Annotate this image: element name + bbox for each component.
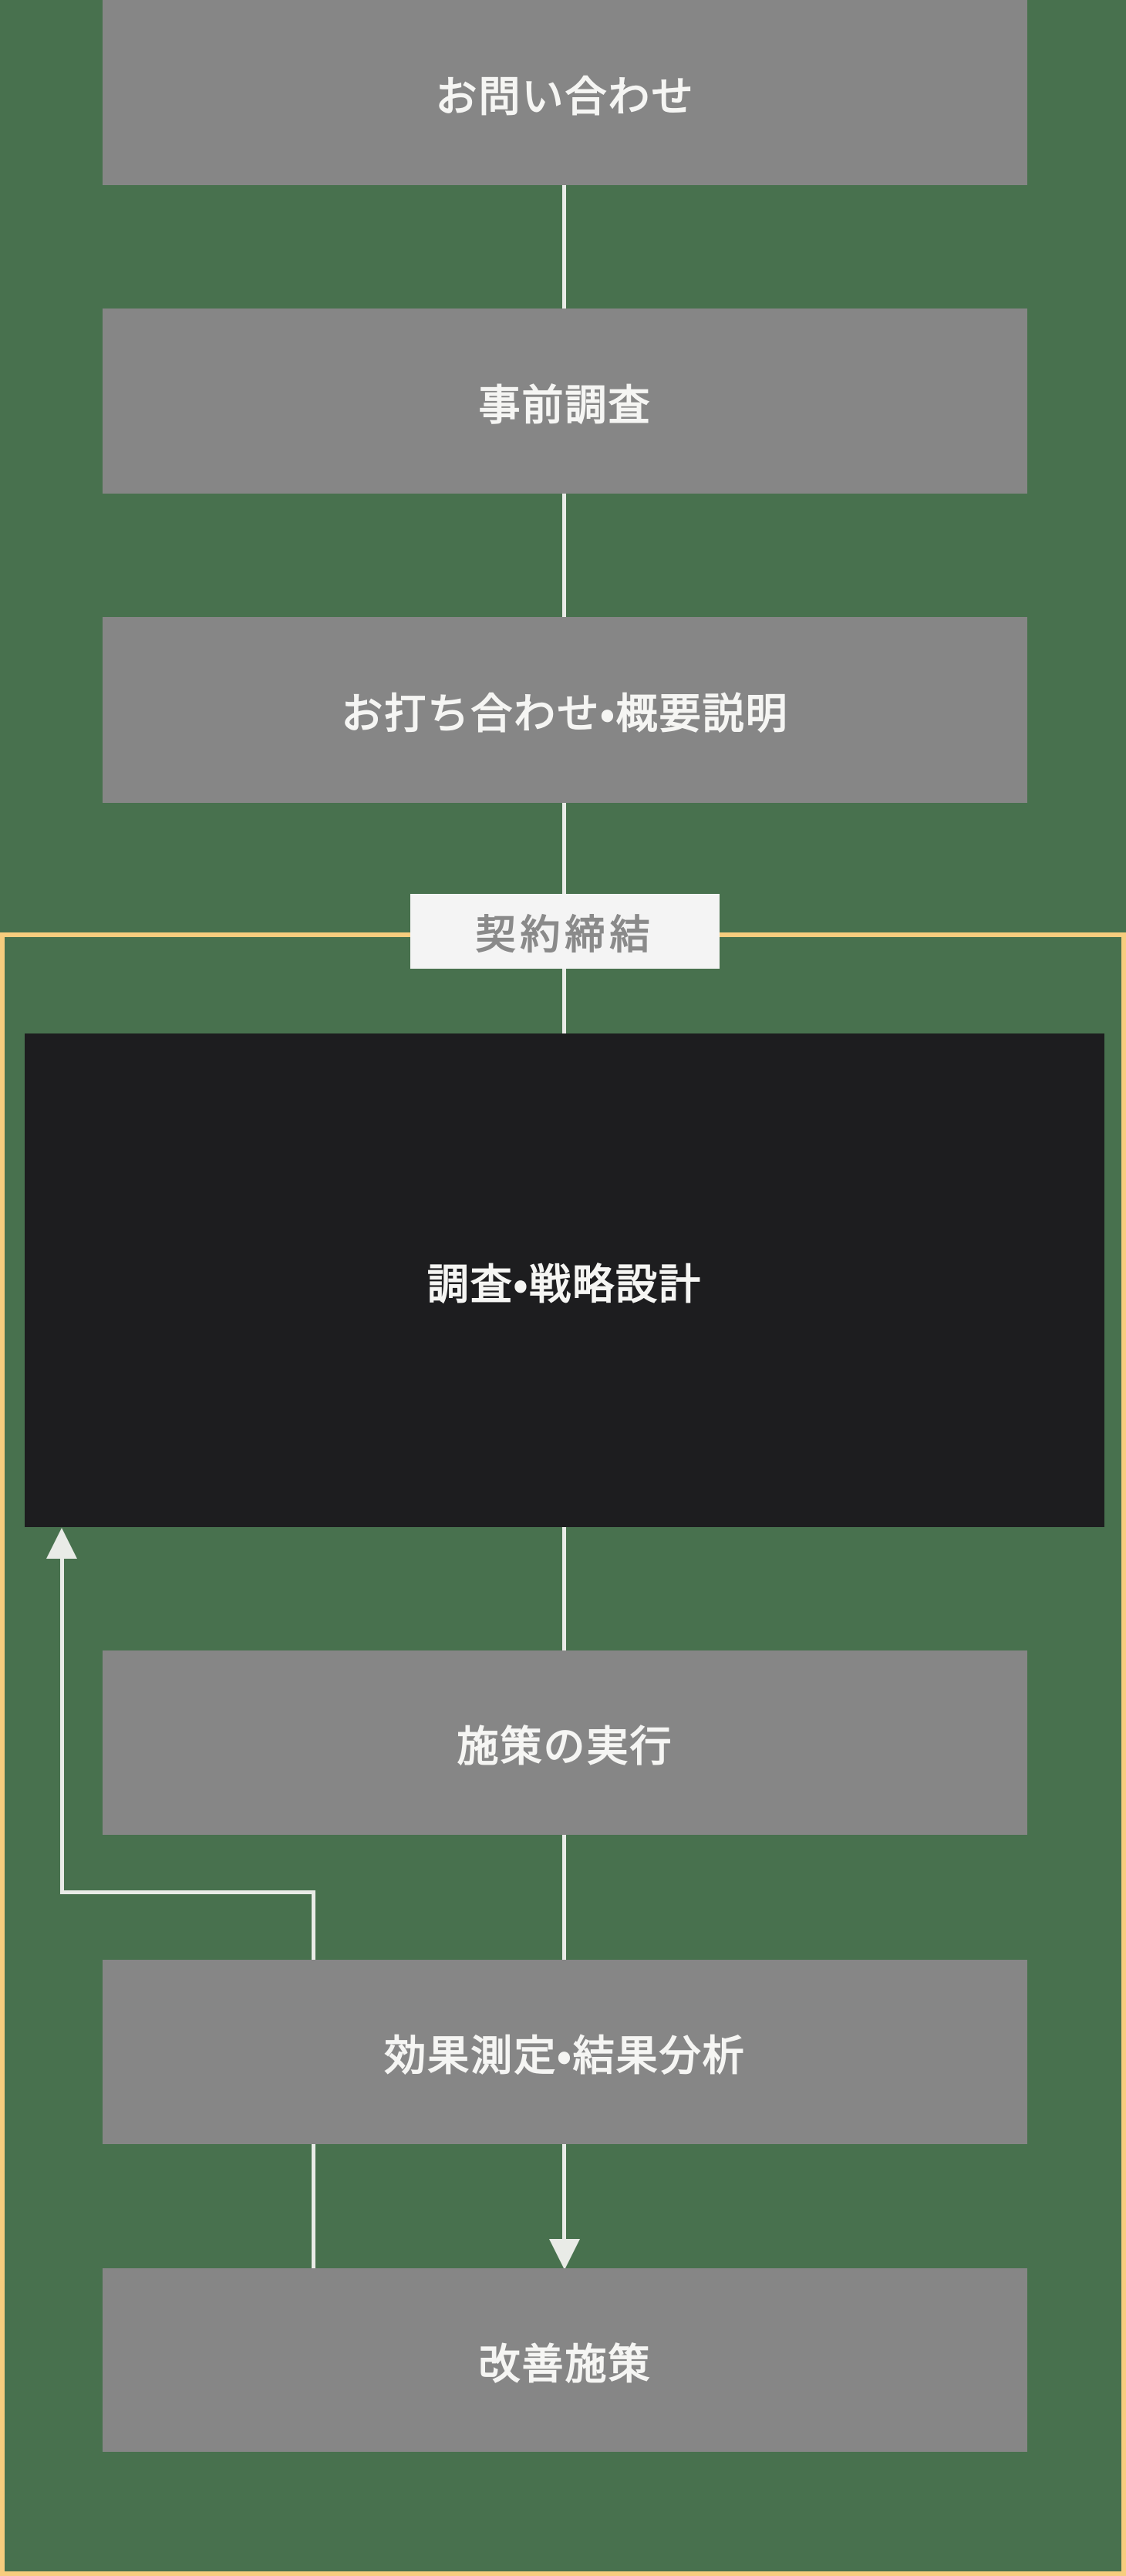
flow-step-label: 施策の実行 — [457, 1724, 673, 1770]
flow-step-execute-measures: 施策の実行 — [103, 1650, 1027, 1835]
flow-step-label: 改善施策 — [478, 2341, 652, 2388]
flow-step-preliminary-survey: 事前調査 — [103, 309, 1027, 494]
flow-step-inquiry: お問い合わせ — [103, 0, 1027, 185]
flow-step-label: お問い合わせ — [435, 73, 695, 120]
contract-milestone-label: 契約締結 — [410, 894, 720, 969]
contract-milestone-text: 契約締結 — [475, 913, 655, 958]
connector-measurement-to-improvement — [562, 2144, 566, 2242]
connector-inquiry-to-survey — [562, 185, 566, 309]
up-arrowhead-icon — [46, 1528, 77, 1559]
feedback-loop-bottom-segment — [60, 1890, 315, 1894]
flow-step-meeting-overview: お打ち合わせ・概要説明 — [103, 617, 1027, 803]
flow-step-measure-analyze: 効果測定・結果分析 — [103, 1960, 1027, 2144]
flow-step-label: お打ち合わせ・概要説明 — [341, 691, 789, 737]
flow-step-label: 調査・戦略設計 — [426, 1261, 703, 1308]
down-arrowhead-icon — [549, 2239, 580, 2270]
connector-strategy-to-execution — [562, 1527, 566, 1650]
flow-step-label: 事前調査 — [478, 382, 652, 429]
flow-step-label: 効果測定・結果分析 — [384, 2033, 746, 2079]
feedback-loop-left-segment — [60, 1558, 64, 1894]
connector-execution-to-measurement — [562, 1835, 566, 1960]
connector-survey-to-meeting — [562, 494, 566, 617]
flow-step-research-strategy: 調査・戦略設計 — [25, 1033, 1104, 1527]
flow-step-improvement-measures: 改善施策 — [103, 2268, 1027, 2452]
